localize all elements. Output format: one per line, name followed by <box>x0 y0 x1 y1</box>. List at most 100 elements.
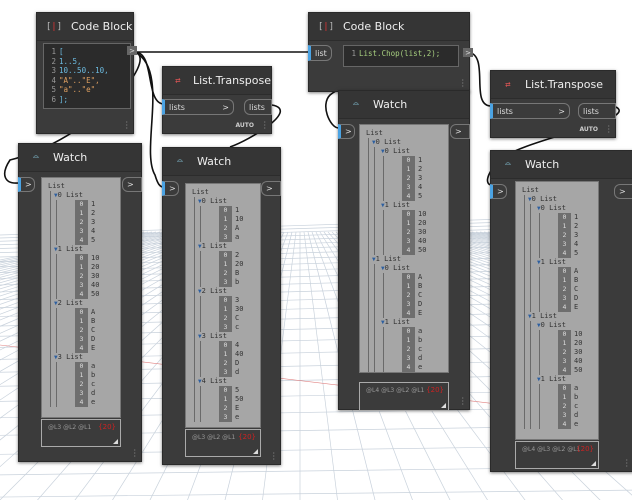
index-badge: 4 <box>558 303 571 312</box>
input-port[interactable]: > <box>490 184 507 199</box>
input-port-lists[interactable]: lists> <box>490 103 570 119</box>
input-port[interactable]: > <box>18 177 35 192</box>
resize-handle-icon[interactable] <box>253 449 258 454</box>
node-header[interactable]: ⇄List.Transpose <box>163 67 271 95</box>
expand-triangle-icon[interactable]: ▼ <box>528 313 532 320</box>
expand-triangle-icon[interactable]: ▼ <box>381 202 385 209</box>
index-badge: 4 <box>75 344 88 353</box>
index-badge: 2 <box>558 402 571 411</box>
expand-triangle-icon[interactable]: ▼ <box>372 256 376 263</box>
expand-triangle-icon[interactable]: ▼ <box>198 333 202 340</box>
input-port-lists[interactable]: lists> <box>162 99 234 115</box>
expand-triangle-icon[interactable]: ▼ <box>537 205 541 212</box>
more-options-icon[interactable]: ··· <box>461 394 464 409</box>
value-text: 40 <box>235 350 244 358</box>
output-port[interactable]: > <box>463 48 473 57</box>
resize-handle-icon[interactable] <box>591 461 596 466</box>
value-text: E <box>574 303 579 311</box>
node-title: Watch <box>373 98 408 111</box>
output-port-lists[interactable]: lists <box>244 99 272 115</box>
input-port[interactable]: > <box>162 181 179 196</box>
input-port[interactable]: > <box>338 124 355 139</box>
more-options-icon[interactable]: ··· <box>263 118 266 133</box>
node-header[interactable]: ⌓Watch <box>339 91 469 119</box>
node-header[interactable]: ⇄List.Transpose <box>491 71 615 99</box>
output-port[interactable]: > <box>450 124 470 139</box>
more-options-icon[interactable]: ··· <box>625 456 628 471</box>
output-port[interactable]: > <box>261 181 281 196</box>
node-title: List.Transpose <box>525 78 604 91</box>
tree-line <box>50 191 51 407</box>
node-header[interactable]: [|]Code Block <box>37 13 133 41</box>
more-options-icon[interactable]: ··· <box>461 76 464 91</box>
output-port[interactable]: > <box>614 184 632 199</box>
expand-triangle-icon[interactable]: ▼ <box>54 300 58 307</box>
tree-line <box>56 254 57 299</box>
value-text: 20 <box>91 263 100 271</box>
resize-handle-icon[interactable] <box>113 439 118 444</box>
expand-triangle-icon[interactable]: ▼ <box>198 198 202 205</box>
expand-triangle-icon[interactable]: ▼ <box>537 259 541 266</box>
expand-triangle-icon[interactable]: ▼ <box>54 354 58 361</box>
output-port-lists[interactable]: lists <box>578 103 616 119</box>
input-port-list[interactable]: list <box>308 45 332 61</box>
expand-triangle-icon[interactable]: ▼ <box>198 243 202 250</box>
node-header[interactable]: ⌓Watch <box>491 151 632 179</box>
more-options-icon[interactable]: ··· <box>133 446 136 461</box>
index-badge: 2 <box>75 380 88 389</box>
code-line: 4"A".."E", <box>48 76 126 86</box>
node-header[interactable]: ⌓Watch <box>19 144 141 172</box>
expand-triangle-icon[interactable]: ▼ <box>198 288 202 295</box>
tree-line <box>539 267 540 312</box>
tree-line <box>200 296 201 332</box>
expand-triangle-icon[interactable]: ▼ <box>198 378 202 385</box>
expand-triangle-icon[interactable]: ▼ <box>54 192 58 199</box>
expand-triangle-icon[interactable]: ▼ <box>537 322 541 329</box>
expand-triangle-icon[interactable]: ▼ <box>528 196 532 203</box>
code-block-icon: [|] <box>45 21 63 32</box>
value-text: a <box>418 327 423 335</box>
expand-triangle-icon[interactable]: ▼ <box>381 148 385 155</box>
tree-line <box>383 210 384 255</box>
resize-handle-icon[interactable] <box>441 403 446 408</box>
watch-icon: ⌓ <box>33 152 39 163</box>
output-port[interactable]: > <box>122 177 142 192</box>
list-index: 2 <box>57 299 67 307</box>
more-options-icon[interactable]: ··· <box>607 122 610 137</box>
value-text: 10 <box>91 254 100 262</box>
node-header[interactable]: ⌓Watch <box>163 148 280 176</box>
output-port[interactable]: > <box>127 46 137 55</box>
expand-triangle-icon[interactable]: ▼ <box>54 246 58 253</box>
node-header[interactable]: [|]Code Block <box>309 13 469 41</box>
line-number: 1 <box>351 49 356 58</box>
expand-triangle-icon[interactable]: ▼ <box>381 265 385 272</box>
tree-line <box>530 204 531 312</box>
more-options-icon[interactable]: ··· <box>272 449 275 464</box>
list-index: 1 <box>201 242 211 250</box>
value-text: E <box>91 344 96 352</box>
more-options-icon[interactable]: ··· <box>125 118 128 133</box>
expand-triangle-icon[interactable]: ▼ <box>537 376 541 383</box>
index-badge: 2 <box>402 174 415 183</box>
expand-triangle-icon[interactable]: ▼ <box>381 319 385 326</box>
expand-triangle-icon[interactable]: ▼ <box>372 139 376 146</box>
